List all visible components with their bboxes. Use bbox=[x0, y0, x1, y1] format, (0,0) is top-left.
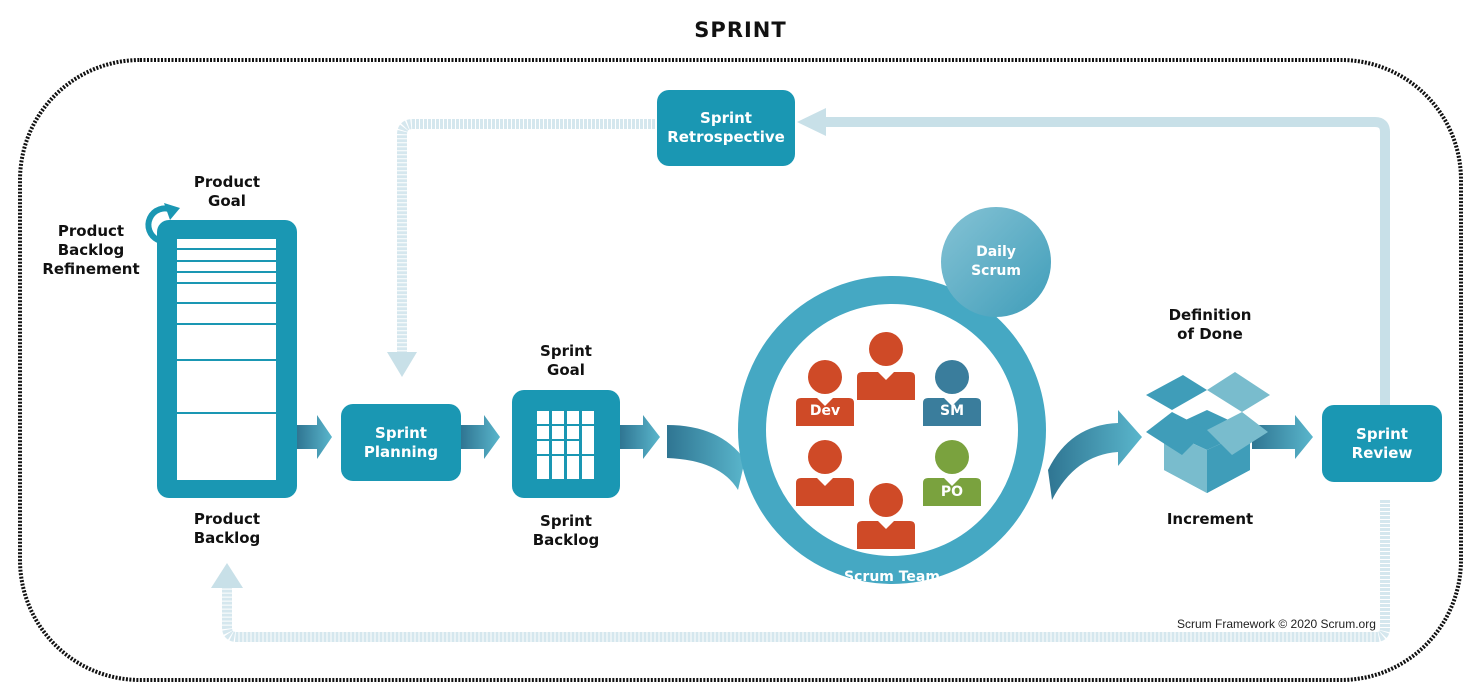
sprint-retrospective-line2: Retrospective bbox=[667, 128, 785, 146]
diagram-title: SPRINT bbox=[694, 18, 787, 42]
sprint-boundary bbox=[18, 58, 1463, 682]
ribbon-out-of-team bbox=[1048, 410, 1142, 500]
product-owner-badge: PO bbox=[940, 484, 964, 500]
sprint-backlog-line1: Sprint bbox=[540, 512, 592, 530]
planning-arrowhead bbox=[387, 352, 417, 377]
product-goal-line2: Goal bbox=[208, 192, 246, 210]
backlog-refinement-line2: Backlog bbox=[57, 241, 125, 259]
team-member-scrum-master bbox=[923, 360, 981, 426]
increment-box-icon bbox=[1146, 372, 1270, 493]
product-goal-label: Product Goal bbox=[177, 173, 277, 211]
arrow-planning-to-sprintbacklog bbox=[461, 415, 500, 459]
increment-label: Increment bbox=[1166, 510, 1254, 528]
team-member-developer bbox=[857, 483, 915, 549]
arrow-increment-to-review bbox=[1252, 415, 1313, 459]
definition-of-done-line1: Definition bbox=[1168, 306, 1252, 324]
backlog-refinement-label: Product Backlog Refinement bbox=[36, 222, 146, 279]
daily-scrum-bubble bbox=[941, 207, 1051, 317]
team-member-developer bbox=[796, 360, 854, 426]
retro-arrowhead bbox=[797, 108, 826, 136]
sprint-backlog-line2: Backlog bbox=[532, 531, 600, 549]
product-backlog-line2: Backlog bbox=[193, 529, 261, 547]
daily-scrum-label: Daily Scrum bbox=[946, 243, 1046, 281]
sprint-retrospective-line1: Sprint bbox=[700, 109, 752, 127]
definition-of-done-label: Definition of Done bbox=[1150, 306, 1270, 344]
definition-of-done-line2: of Done bbox=[1177, 325, 1243, 343]
arrow-backlog-to-planning bbox=[297, 415, 332, 459]
review-to-backlog-arrow bbox=[222, 500, 1390, 642]
ribbon-into-team bbox=[667, 425, 745, 490]
daily-scrum-line1: Daily bbox=[976, 244, 1016, 260]
team-member-product-owner bbox=[923, 440, 981, 506]
review-to-retro-arrow bbox=[820, 117, 1390, 405]
sprint-backlog-container bbox=[512, 390, 620, 498]
sprint-goal-label: Sprint Goal bbox=[516, 342, 616, 380]
sprint-review-event[interactable]: Sprint Review bbox=[1322, 405, 1442, 482]
scrum-team-label: Scrum Team bbox=[844, 569, 940, 585]
backlog-refinement-line1: Product bbox=[57, 222, 125, 240]
backlog-refinement-line3: Refinement bbox=[42, 260, 140, 278]
sprint-planning-line1: Sprint bbox=[375, 423, 427, 442]
product-backlog-items bbox=[177, 239, 276, 480]
refinement-icon bbox=[145, 205, 174, 243]
scrum-team-members bbox=[796, 332, 981, 549]
sprint-retrospective-event[interactable]: Sprint Retrospective bbox=[657, 90, 795, 166]
arrow-sprintbacklog-to-team bbox=[620, 415, 660, 459]
sprint-goal-line1: Sprint bbox=[540, 342, 592, 360]
sprint-planning-line2: Planning bbox=[363, 442, 439, 461]
team-member-developer bbox=[857, 332, 915, 400]
backlog-arrowhead bbox=[211, 563, 243, 588]
team-member-developer bbox=[796, 440, 854, 506]
sprint-backlog-grid-icon bbox=[537, 411, 594, 479]
sprint-planning-event[interactable]: Sprint Planning bbox=[341, 404, 461, 481]
product-backlog-label: Product Backlog bbox=[177, 510, 277, 548]
copyright-notice: Scrum Framework © 2020 Scrum.org bbox=[1177, 617, 1376, 631]
developer-badge: Dev bbox=[809, 403, 841, 419]
sprint-goal-line2: Goal bbox=[547, 361, 585, 379]
scrum-master-badge: SM bbox=[939, 403, 964, 419]
sprint-review-line2: Review bbox=[1351, 443, 1413, 462]
product-backlog-line1: Product bbox=[193, 510, 261, 528]
refinement-arrowhead bbox=[164, 203, 180, 220]
daily-scrum-line2: Scrum bbox=[971, 263, 1021, 279]
retro-to-planning-arrow bbox=[397, 119, 655, 355]
sprint-review-line1: Sprint bbox=[1356, 424, 1408, 443]
sprint-backlog-label: Sprint Backlog bbox=[516, 512, 616, 550]
product-goal-line1: Product bbox=[193, 173, 261, 191]
